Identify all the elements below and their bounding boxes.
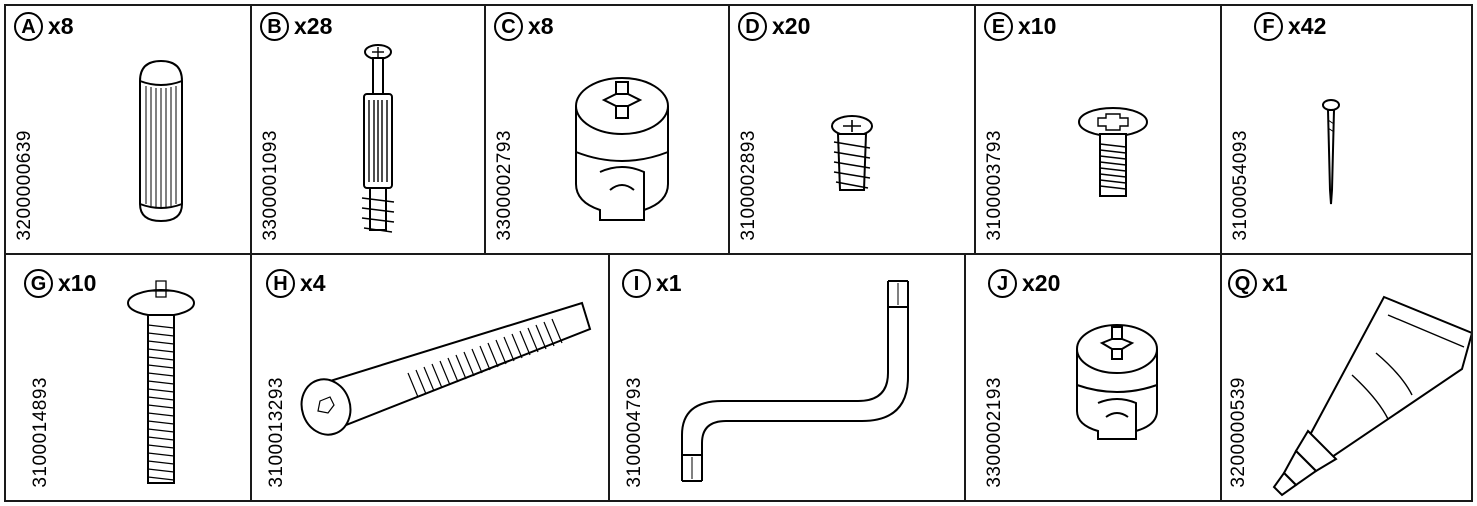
part-cell-e: E x10 3100003793 [974, 4, 1222, 255]
part-letter: C [494, 12, 523, 41]
part-quantity: x20 [1022, 270, 1061, 296]
part-cell-b: B x28 3300001093 [250, 4, 486, 255]
part-letter: G [24, 269, 53, 298]
short-screw-icon [1076, 104, 1150, 200]
part-letter: J [988, 269, 1017, 298]
connector-bolt-icon [356, 42, 400, 238]
part-letter: A [14, 12, 43, 41]
part-quantity: x10 [58, 270, 97, 296]
part-code: 3100002893 [738, 130, 759, 241]
part-letter: E [984, 12, 1013, 41]
part-code: 3100014893 [30, 377, 51, 488]
part-letter: I [622, 269, 651, 298]
part-quantity: x20 [772, 13, 811, 39]
long-screw-icon [124, 277, 198, 489]
part-cell-g: G x10 3100014893 [4, 253, 252, 502]
part-code: 3300001093 [260, 130, 281, 241]
part-cell-q: Q x1 3200000539 [1220, 253, 1473, 502]
part-quantity: x42 [1288, 13, 1327, 39]
part-code: 3100013293 [266, 377, 287, 488]
wooden-dowel-icon [134, 56, 188, 226]
euro-screw-icon [828, 114, 876, 198]
part-quantity: x8 [48, 13, 74, 39]
glue-tube-icon [1252, 295, 1471, 501]
hex-bolt-icon [296, 289, 592, 441]
cam-lock-icon [1072, 319, 1162, 443]
part-code: 3100054093 [1230, 130, 1251, 241]
part-code: 3100003793 [984, 130, 1005, 241]
part-cell-d: D x20 3100002893 [728, 4, 976, 255]
part-cell-f: F x42 3100054093 [1220, 4, 1473, 255]
part-cell-c: C x8 3300002793 [484, 4, 730, 255]
part-cell-a: A x8 3200000639 [4, 4, 252, 255]
cam-lock-icon [570, 72, 674, 222]
part-quantity: x28 [294, 13, 333, 39]
part-quantity: x8 [528, 13, 554, 39]
part-cell-i: I x1 3100004793 [608, 253, 966, 502]
part-cell-j: J x20 3300002193 [964, 253, 1222, 502]
part-quantity: x10 [1018, 13, 1057, 39]
part-code: 3300002793 [494, 130, 515, 241]
allen-key-icon [662, 273, 926, 487]
part-code: 3200000539 [1228, 377, 1249, 488]
part-code: 3100004793 [624, 377, 645, 488]
part-quantity: x1 [656, 270, 682, 296]
part-quantity: x4 [300, 270, 326, 296]
part-cell-h: H x4 3100013293 [250, 253, 610, 502]
part-letter: Q [1228, 269, 1257, 298]
part-letter: H [266, 269, 295, 298]
part-quantity: x1 [1262, 270, 1288, 296]
part-code: 3200000639 [14, 130, 35, 241]
part-letter: D [738, 12, 767, 41]
part-letter: F [1254, 12, 1283, 41]
part-code: 3300002193 [984, 377, 1005, 488]
nail-icon [1320, 98, 1342, 206]
part-letter: B [260, 12, 289, 41]
